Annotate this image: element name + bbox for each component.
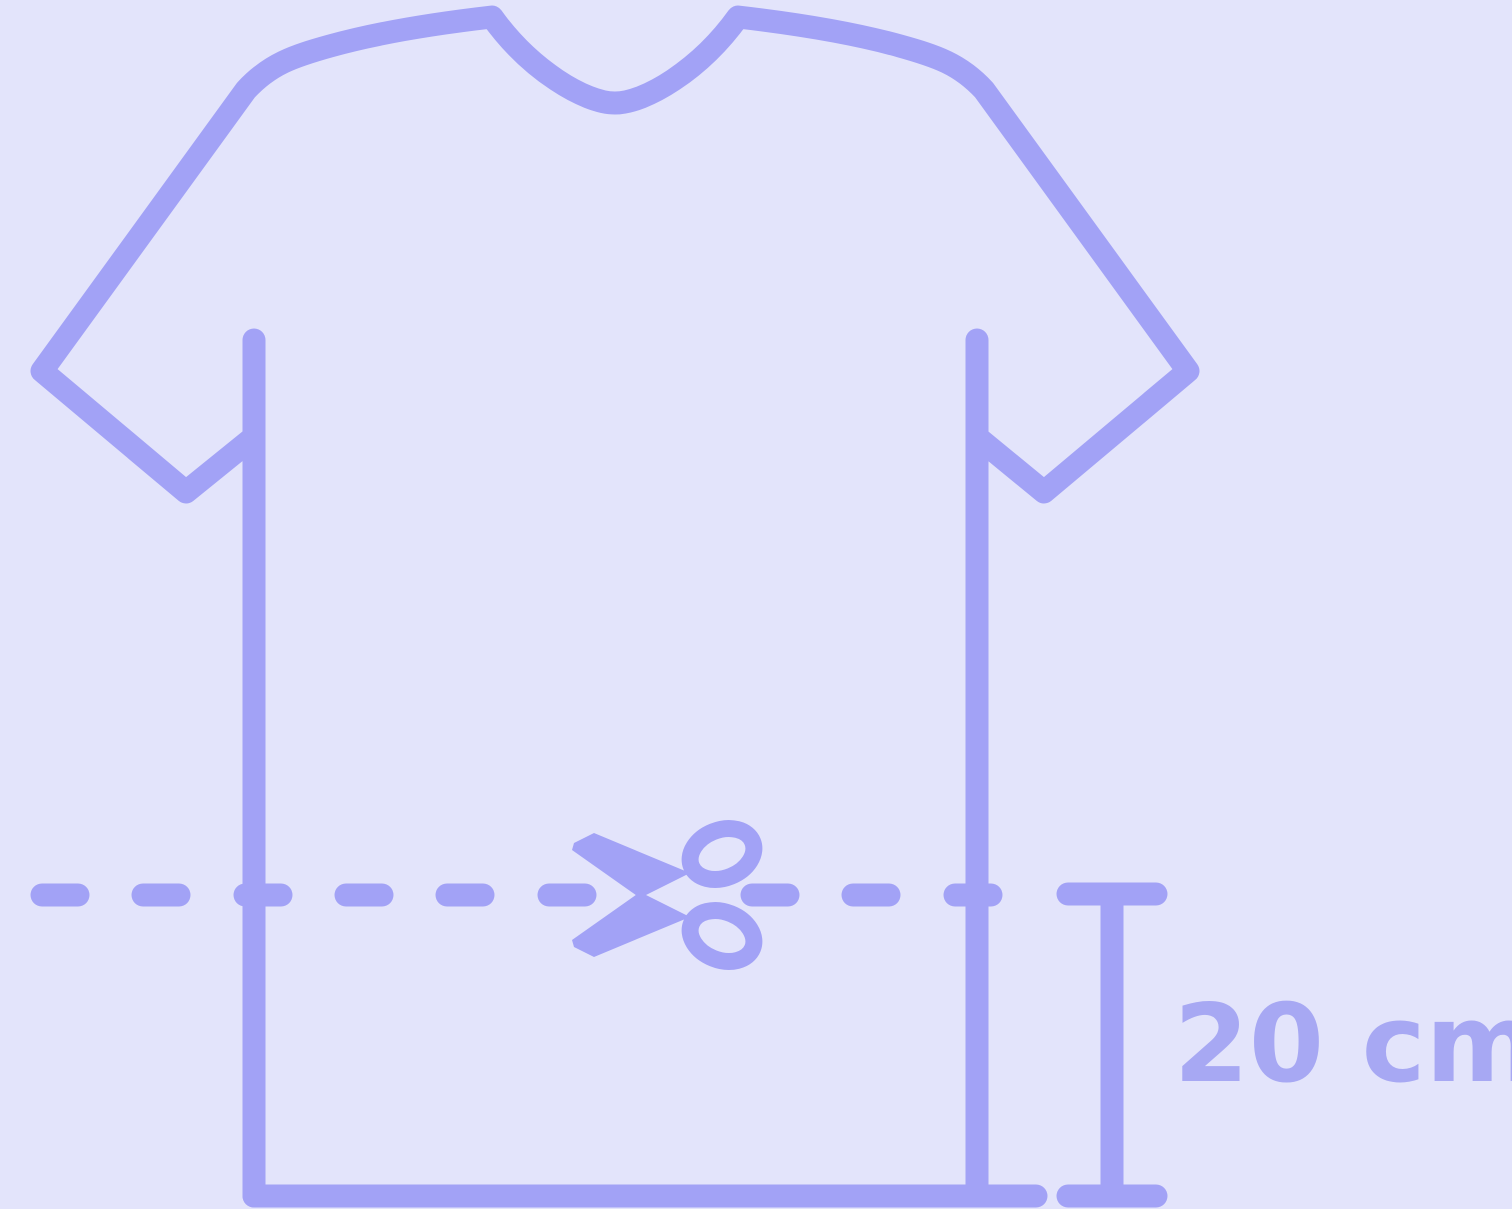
scissors-pivot — [655, 889, 667, 901]
measurement-label: 20 cm — [1174, 982, 1512, 1107]
